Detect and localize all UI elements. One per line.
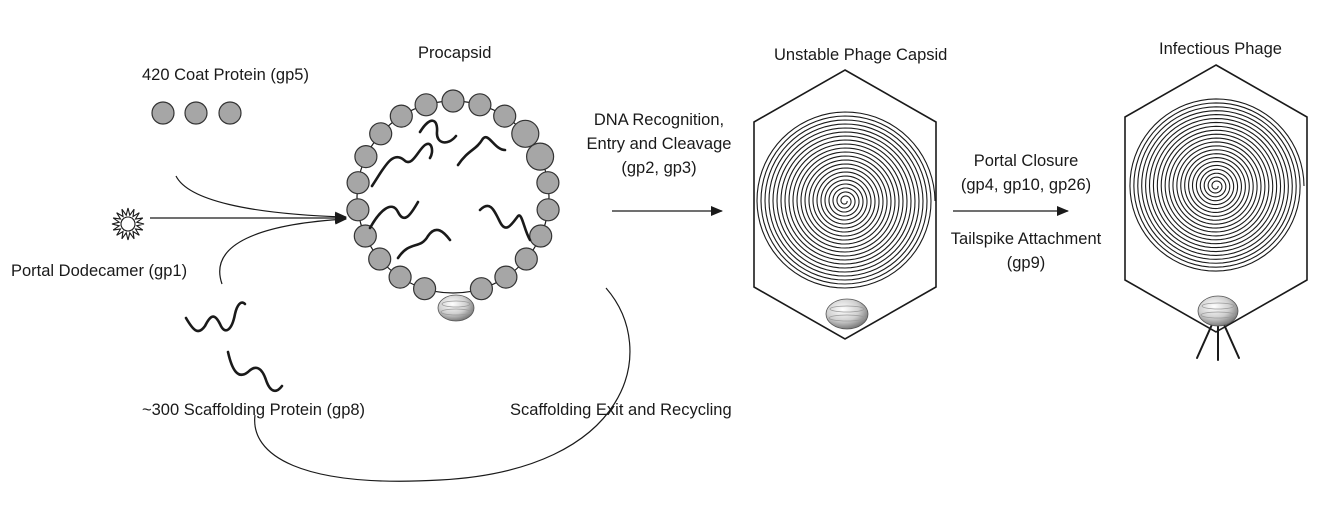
dna-step-label-line2: Entry and Cleavage (586, 135, 732, 153)
portal-dodecamer-icon (111, 207, 145, 241)
procapsid-coat-subunit (353, 224, 377, 248)
infectious-phage-illustration (1124, 64, 1308, 361)
procapsid-coat-subunit (441, 89, 465, 113)
procapsid-coat-subunit (493, 104, 517, 128)
procapsid-coat-subunit (389, 104, 413, 128)
procapsid-coat-subunit (536, 171, 560, 195)
procapsid-coat-subunit (413, 277, 437, 301)
coat-protein-subunits (151, 101, 242, 125)
unstable-capsid-illustration (753, 69, 937, 340)
procapsid-coat-subunit (346, 198, 370, 222)
tailspike-label-line1: Tailspike Attachment (950, 230, 1102, 248)
procapsid-coat-subunit (468, 93, 492, 117)
scaffolding-exit-label: Scaffolding Exit and Recycling (510, 401, 732, 419)
tailspike-label-line2: (gp9) (1006, 254, 1046, 272)
procapsid-coat-subunit (346, 171, 370, 195)
procapsid-coat-subunit (514, 247, 538, 271)
assembly-arrows (150, 175, 347, 285)
dna-step-label-line3: (gp2, gp3) (621, 159, 697, 177)
unstable-capsid-title: Unstable Phage Capsid (774, 46, 948, 64)
portal-dodecamer-label: Portal Dodecamer (gp1) (11, 262, 188, 280)
procapsid-coat-subunit (525, 142, 555, 171)
procapsid-coat-subunit (494, 265, 518, 289)
procapsid-coat-subunit (536, 198, 560, 222)
procapsid-coat-subunit (469, 277, 493, 301)
procapsid-title: Procapsid (418, 44, 492, 62)
procapsid-coat-subunit (369, 122, 393, 146)
scaffolding-recycling-loop (254, 287, 631, 482)
tailspikes (1196, 319, 1240, 361)
procapsid-illustration (346, 89, 560, 322)
procapsid-coat-subunit (368, 247, 392, 271)
procapsid-coat-subunit (388, 265, 412, 289)
dna-step-label-line1: DNA Recognition, (593, 111, 725, 129)
portal-closure-label-line2: (gp4, gp10, gp26) (960, 176, 1092, 194)
procapsid-coat-subunit (354, 145, 378, 169)
portal-closure-label-line1: Portal Closure (973, 152, 1079, 170)
coat-protein-label: 420 Coat Protein (gp5) (142, 66, 309, 84)
procapsid-coat-subunit (414, 93, 438, 117)
scaffolding-protein-label: ~300 Scaffolding Protein (gp8) (142, 401, 366, 419)
scaffolding-protein-chains (184, 301, 284, 393)
procapsid-coat-subunit (529, 224, 553, 248)
procapsid-coat-subunit (511, 119, 540, 148)
infectious-phage-title: Infectious Phage (1159, 40, 1282, 58)
